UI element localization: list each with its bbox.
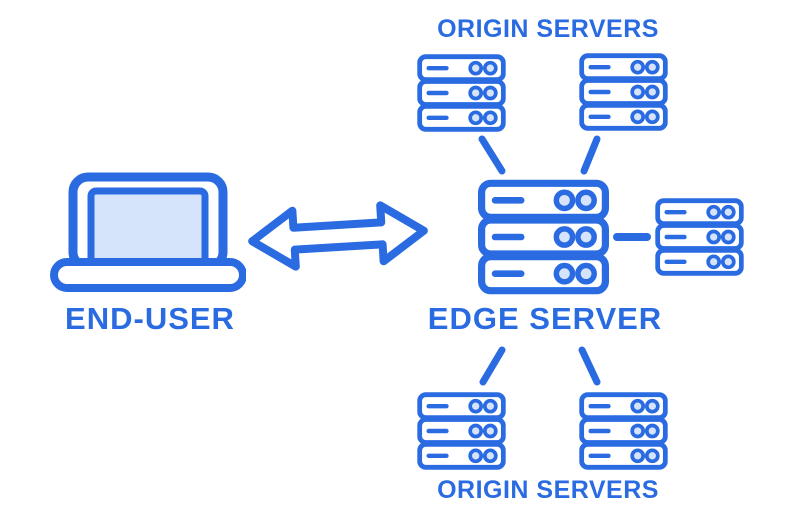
connector-bottom-left — [479, 346, 506, 386]
connector-top-right — [580, 135, 601, 175]
connector-bottom-right — [578, 346, 601, 386]
origin-servers-bottom-label: ORIGIN SERVERS — [437, 476, 659, 504]
edge-server-icon — [478, 179, 609, 295]
bidirectional-arrow — [248, 201, 428, 271]
connector-top-left — [478, 135, 506, 175]
laptop-icon — [50, 172, 246, 292]
edge-server-label: EDGE SERVER — [427, 301, 663, 336]
origin-server-top-right-icon — [579, 53, 668, 131]
origin-server-top-left-icon — [417, 54, 506, 132]
laptop-screen — [87, 187, 209, 273]
origin-servers-top-label: ORIGIN SERVERS — [437, 15, 659, 43]
laptop-base — [50, 258, 246, 292]
origin-server-bottom-left-icon — [417, 392, 506, 470]
origin-server-right-icon — [655, 198, 744, 276]
origin-server-bottom-right-icon — [579, 392, 668, 470]
end-user-label: END-USER — [65, 301, 235, 336]
bidirectional-arrow-icon — [248, 201, 428, 271]
